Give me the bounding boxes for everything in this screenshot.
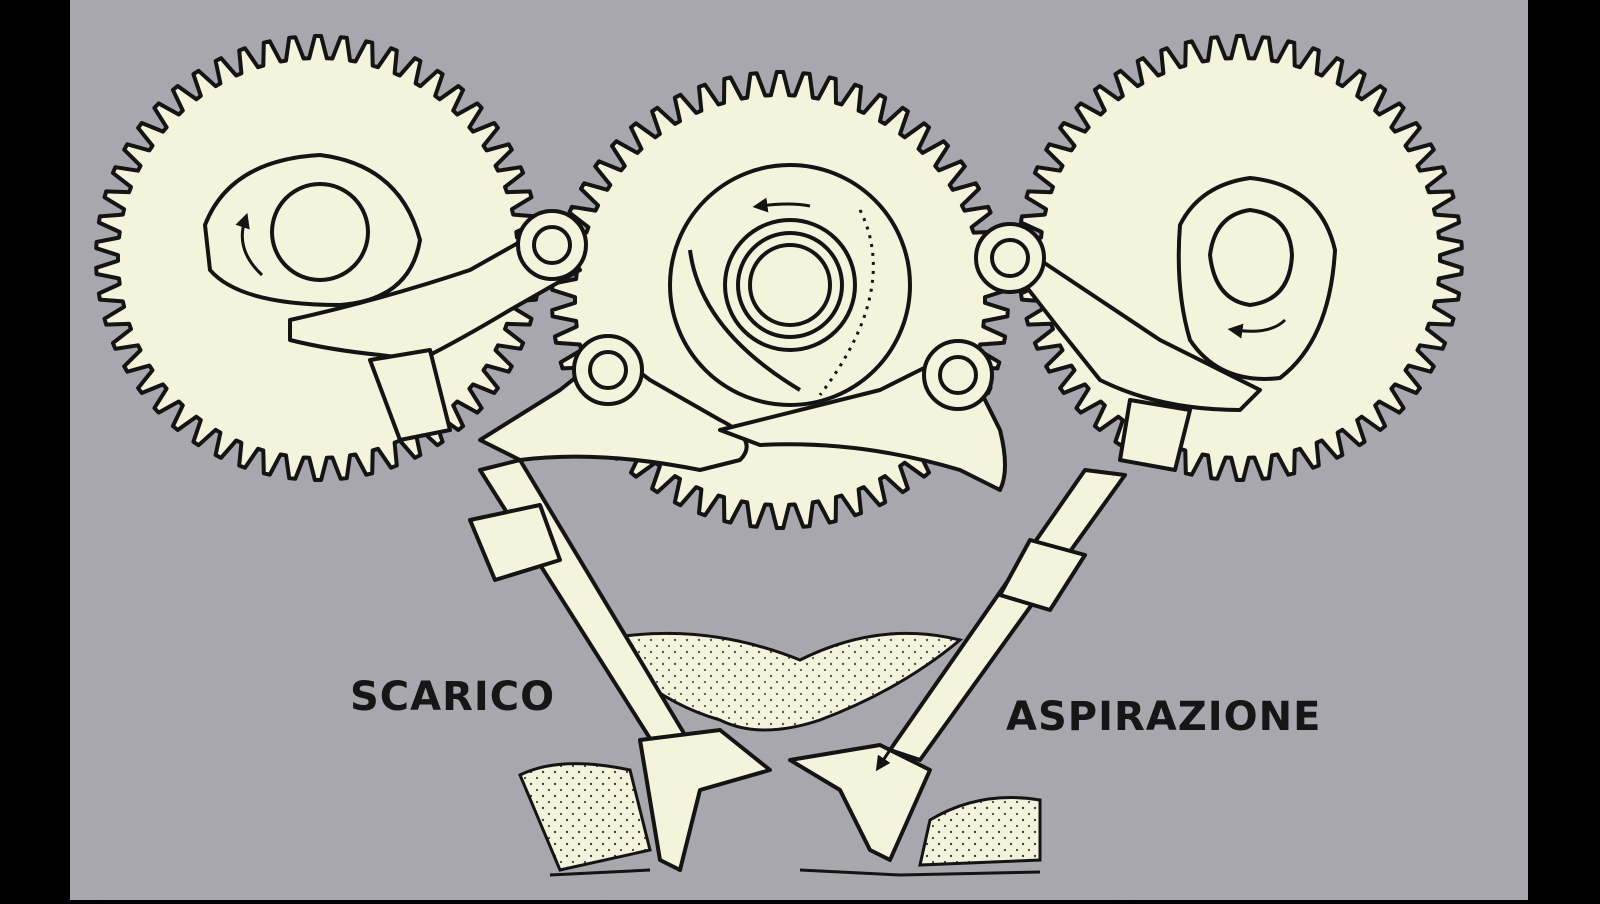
- head-floor-line: [549, 868, 1041, 877]
- drive-gear-rotation-arrow-icon: [752, 197, 811, 213]
- intake-tappet: [1118, 398, 1192, 472]
- exhaust-valve-icon: [468, 458, 772, 872]
- pivot-inner: [588, 350, 628, 390]
- drive-shaft-ring-2: [736, 231, 844, 339]
- exhaust-tappet: [368, 348, 452, 442]
- right-border: [1528, 0, 1600, 900]
- intake-label: ASPIRAZIONE: [1006, 694, 1322, 740]
- intake-port-wall-fill: [920, 797, 1040, 865]
- pivot-inner: [532, 225, 572, 265]
- pivot-inner: [990, 238, 1030, 278]
- exhaust-valve-head: [638, 728, 772, 872]
- intake-valve-icon: [788, 468, 1127, 862]
- intake-valve-guide: [998, 538, 1087, 612]
- intake-camshaft-icon: [1207, 207, 1295, 308]
- combustion-chamber-gas-dots: [600, 633, 960, 730]
- drive-shaft-ring-3: [748, 243, 832, 327]
- exhaust-label: SCARICO: [350, 674, 556, 720]
- exhaust-cam-rotation-arrow-icon: [235, 212, 264, 277]
- cylinder-head: [518, 631, 1042, 877]
- left-border: [0, 0, 70, 900]
- rocker-arms: [288, 223, 1262, 492]
- cams: [202, 152, 1338, 407]
- exhaust-camshaft-icon: [270, 182, 370, 282]
- intake-cam-rotation-arrow-icon: [1227, 318, 1287, 339]
- rocker-pivots: [516, 209, 1046, 411]
- pivot-inner: [938, 355, 978, 395]
- intake-flow-arrow-icon: [875, 734, 902, 772]
- exhaust-port-wall-fill: [520, 763, 650, 870]
- drive-gear-cam-profile: [688, 249, 802, 392]
- intake-valve-stem: [888, 468, 1127, 762]
- intake-valve-head: [788, 743, 932, 862]
- exhaust-valve-guide: [468, 503, 562, 582]
